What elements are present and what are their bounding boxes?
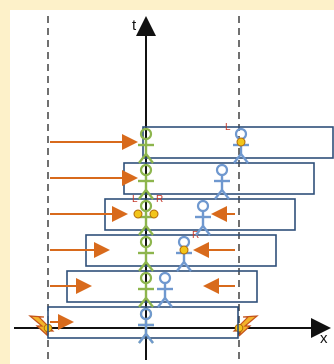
stationary-figure-icon bbox=[138, 235, 154, 272]
left-event-marker bbox=[133, 209, 143, 219]
frame-2 bbox=[50, 270, 258, 308]
frame-3: R bbox=[50, 230, 277, 272]
moving-figure-icon bbox=[195, 199, 211, 236]
left-event-label: L bbox=[225, 122, 231, 133]
stationary-figure-icon bbox=[138, 127, 154, 164]
frame-6: L bbox=[50, 122, 334, 164]
moving-figure-icon bbox=[214, 163, 230, 200]
moving-figure-icon bbox=[157, 271, 173, 308]
left-event-marker bbox=[236, 137, 246, 147]
time-axis-label: t bbox=[132, 17, 137, 34]
left-event-label: L bbox=[132, 194, 138, 205]
right-event-marker bbox=[179, 245, 189, 255]
frame-5 bbox=[50, 162, 315, 200]
frame-1 bbox=[47, 306, 239, 344]
moving-figure-icon bbox=[138, 307, 154, 344]
right-flash-event bbox=[232, 315, 259, 337]
right-event-marker bbox=[149, 209, 159, 219]
left-flash-event bbox=[28, 315, 55, 337]
stationary-figure-icon bbox=[138, 271, 154, 308]
space-axis-label: x bbox=[320, 330, 328, 347]
reference-frame-box bbox=[47, 306, 239, 339]
stationary-figure-icon bbox=[138, 163, 154, 200]
right-event-label: R bbox=[156, 194, 163, 205]
reference-frame-box bbox=[123, 162, 315, 195]
right-event-label: R bbox=[192, 230, 199, 241]
